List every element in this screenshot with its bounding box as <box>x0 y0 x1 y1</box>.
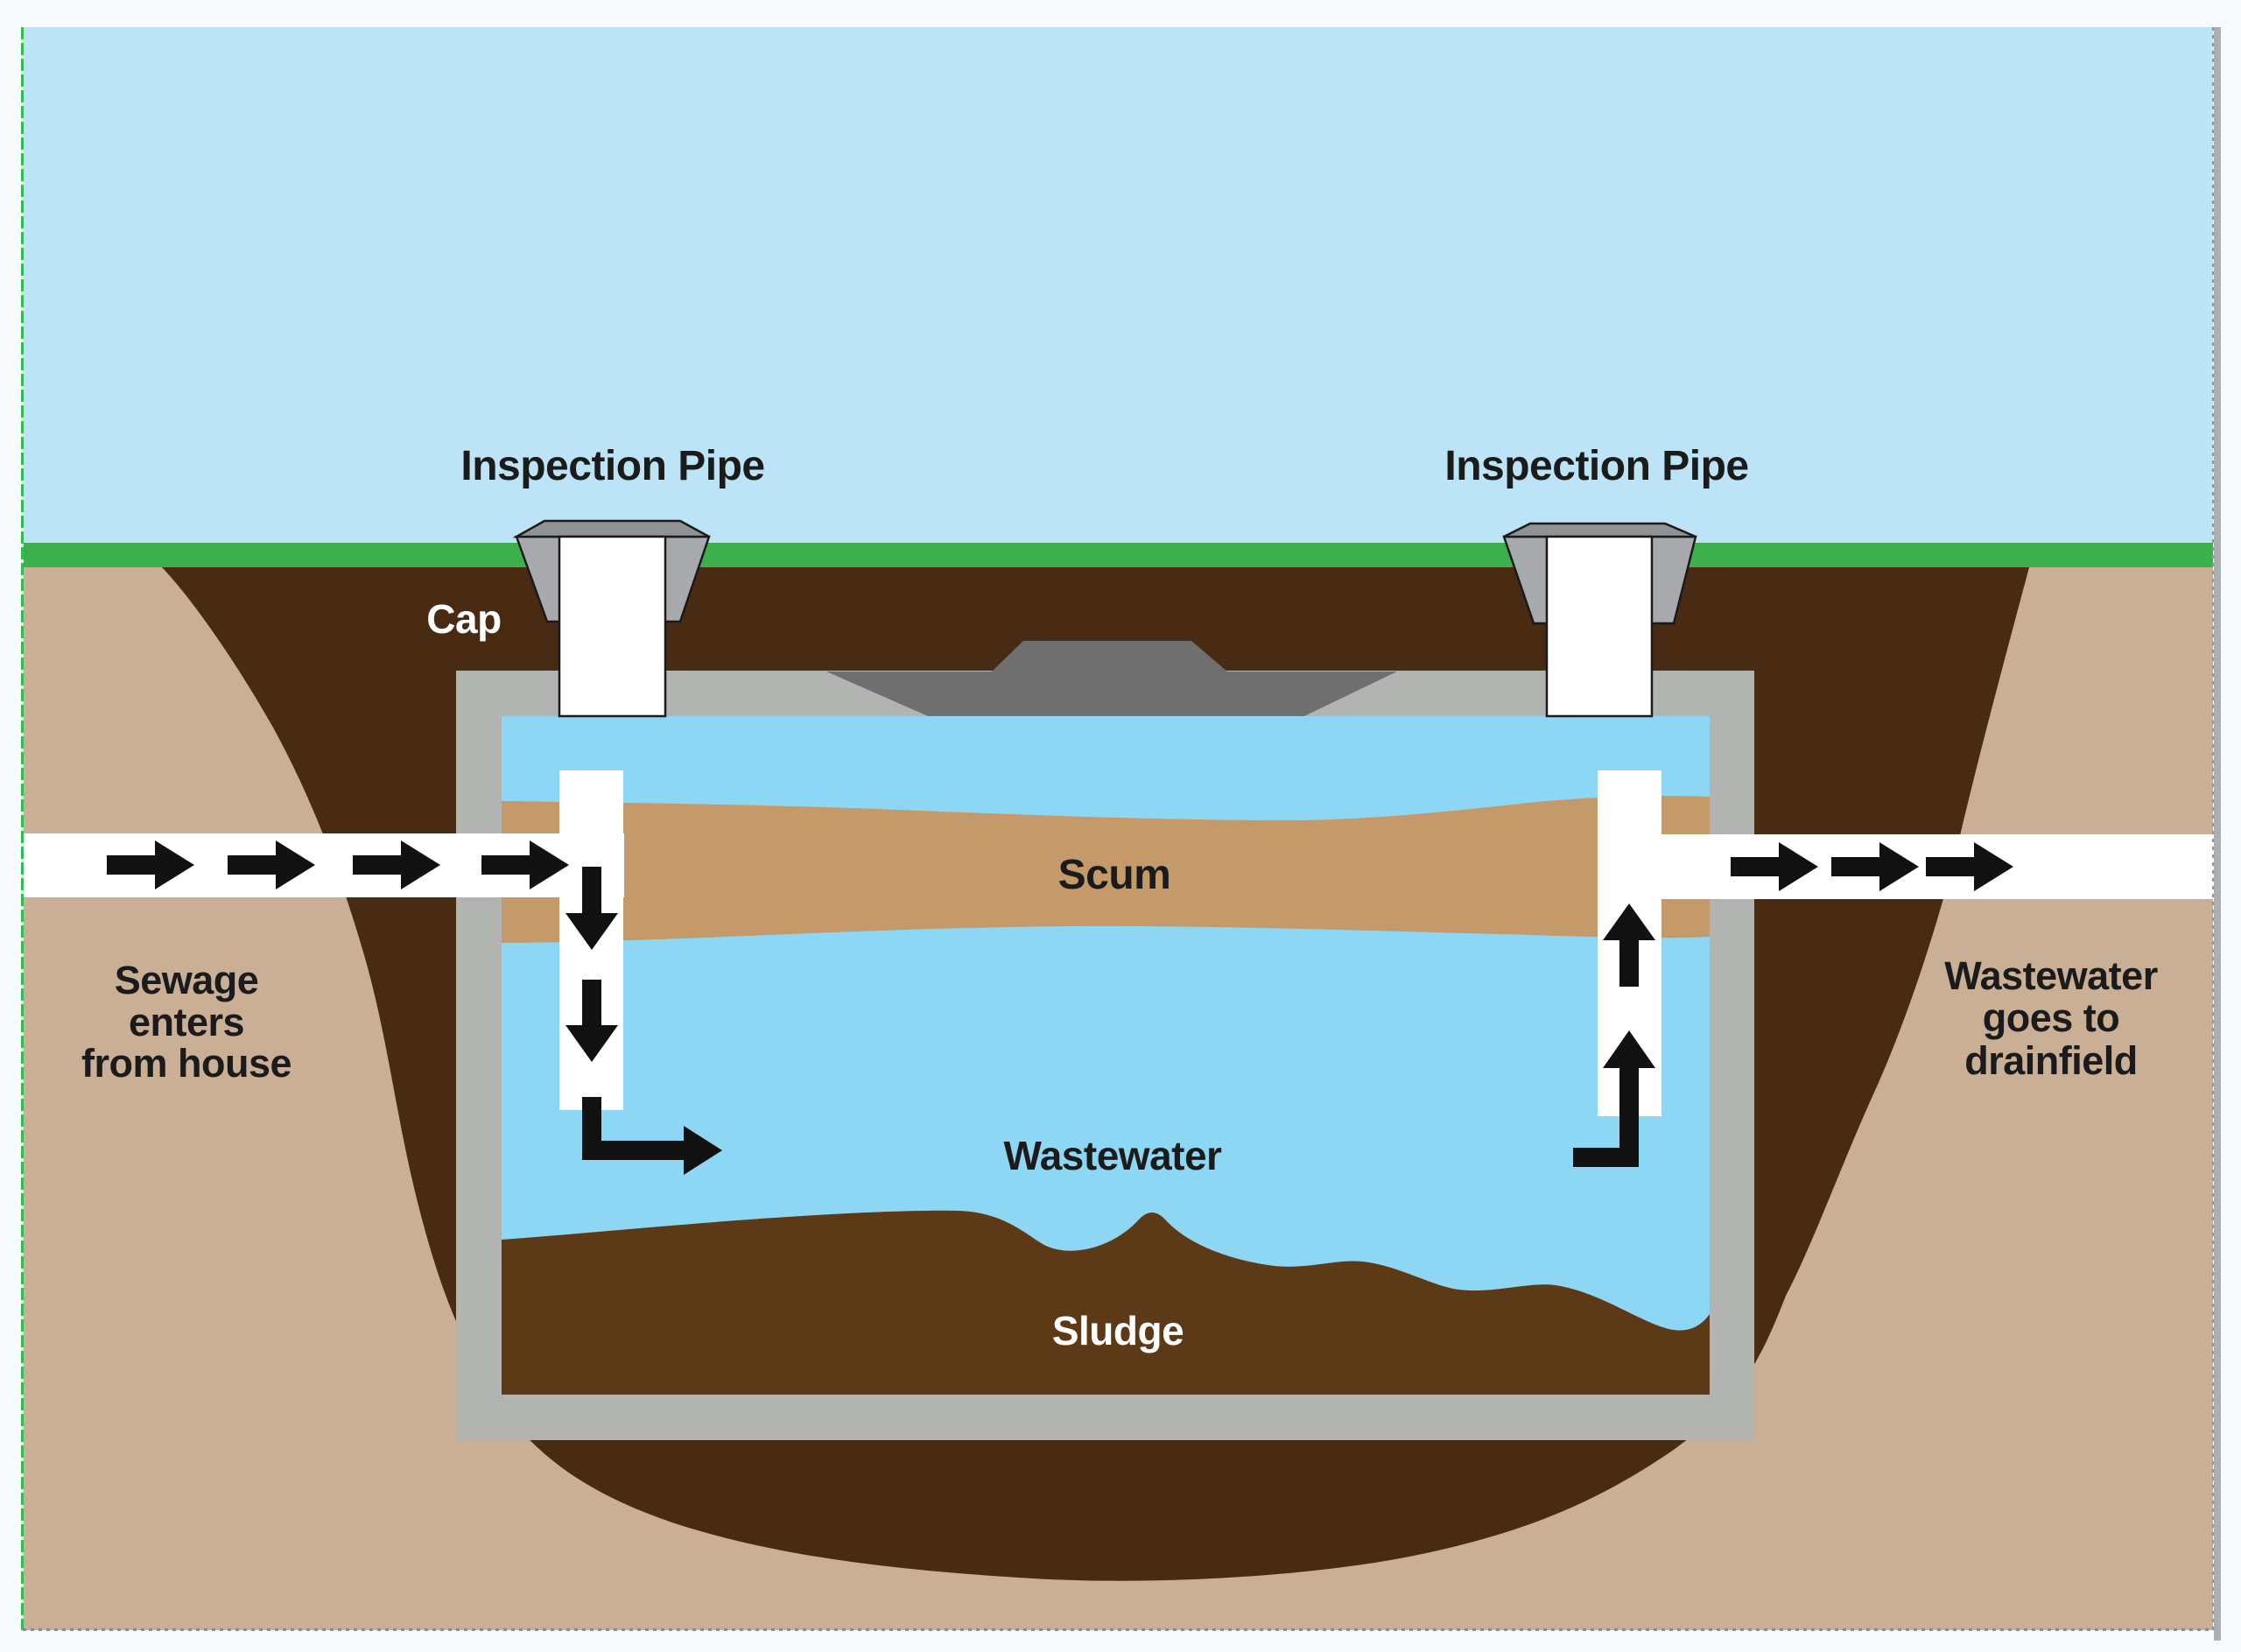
inlet-baffle-arrows <box>566 867 722 1175</box>
label-scum: Scum <box>1058 852 1171 898</box>
down-arrow-icon <box>566 867 618 950</box>
caption-line: Wastewater <box>1944 953 2157 998</box>
right-arrow-icon <box>481 840 569 889</box>
elbow-up-arrow-icon <box>1573 1030 1655 1167</box>
caption-line: enters <box>129 1000 244 1044</box>
cap-right-top <box>1503 522 1697 538</box>
label-wastewater: Wastewater <box>1004 1133 1223 1178</box>
inspection-pipe-left <box>558 535 667 718</box>
grass-strip <box>23 543 2213 567</box>
inspection-pipe-right-assembly <box>1502 522 1697 718</box>
outlet-flow-arrows <box>1731 842 2013 891</box>
right-arrow-icon <box>1731 842 1818 891</box>
right-arrow-icon <box>228 840 315 889</box>
down-arrow-icon <box>566 980 618 1062</box>
label-inspection-pipe-left: Inspection Pipe <box>460 443 764 489</box>
caption-sewage-enters: Sewage enters from house <box>81 958 292 1086</box>
diagram-canvas: Inspection Pipe Inspection Pipe Cap Scum… <box>23 27 2213 1630</box>
access-port-lid <box>826 671 1397 716</box>
selection-border-left <box>21 27 24 1630</box>
label-inspection-pipe-right: Inspection Pipe <box>1444 443 1748 489</box>
sludge-region <box>502 1210 1710 1395</box>
inspection-pipe-left-assembly <box>512 519 711 718</box>
label-sludge: Sludge <box>1052 1308 1184 1353</box>
caption-line: from house <box>81 1041 292 1086</box>
outlet-baffle-arrows <box>1573 903 1655 1167</box>
scum-region <box>502 796 1710 943</box>
caption-wastewater-drainfield: Wastewater goes to drainfield <box>1944 953 2158 1083</box>
caption-line: Sewage <box>115 958 259 1002</box>
elbow-right-arrow-icon <box>582 1097 722 1175</box>
right-arrow-icon <box>1831 842 1919 891</box>
septic-tank-diagram: Inspection Pipe Inspection Pipe Cap Scum… <box>23 27 2213 1630</box>
caption-line: goes to <box>1983 995 2120 1040</box>
selection-border-bottom <box>23 1628 2213 1631</box>
caption-line: drainfield <box>1964 1038 2138 1083</box>
inlet-flow-arrows <box>107 840 569 889</box>
right-arrow-icon <box>1926 842 2013 891</box>
cap-left-top <box>512 519 710 538</box>
scrollbar-track[interactable] <box>2214 27 2221 1641</box>
selection-border-right <box>2212 27 2214 1630</box>
up-arrow-icon <box>1603 903 1655 987</box>
right-arrow-icon <box>107 840 194 889</box>
right-arrow-icon <box>353 840 440 889</box>
inspection-pipe-right <box>1545 535 1654 718</box>
label-cap: Cap <box>426 596 501 642</box>
access-port-riser <box>992 641 1227 671</box>
sky-region <box>23 27 2213 543</box>
